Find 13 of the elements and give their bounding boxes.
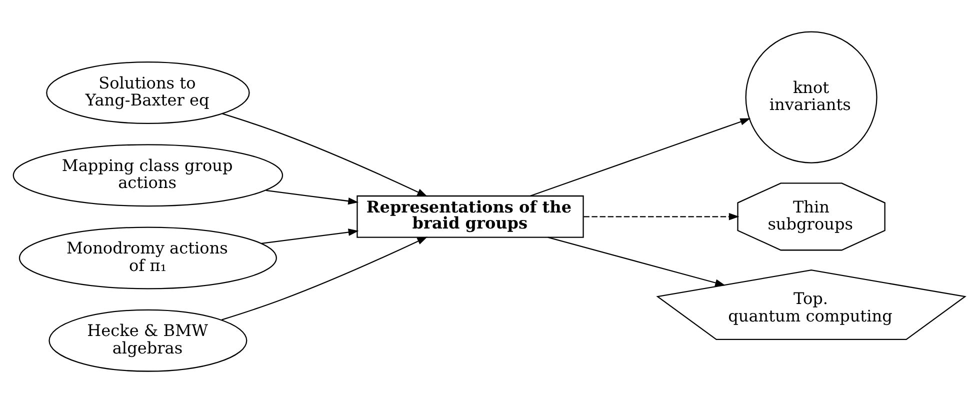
node-ellipse: Hecke & BMW algebras	[48, 308, 248, 372]
arrow	[584, 212, 740, 220]
node-ellipse: Mapping class group actions	[12, 144, 284, 206]
node-ellipse: Solutions to Yang-Baxter eq	[46, 60, 250, 124]
arrow	[530, 118, 751, 196]
arrow	[261, 228, 359, 244]
arrow	[222, 236, 428, 320]
node-ellipse: Monodromy actions of π₁	[18, 226, 277, 289]
arrow	[548, 236, 726, 286]
node-box: Representations of the braid groups	[356, 194, 584, 238]
arrow	[266, 189, 359, 204]
node-circle: knot invariants	[745, 30, 878, 163]
arrow	[222, 112, 428, 196]
